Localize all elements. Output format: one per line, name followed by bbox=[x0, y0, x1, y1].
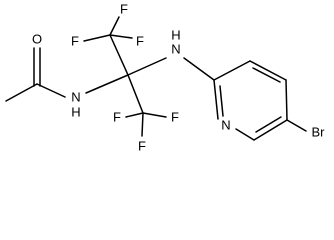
ring-bond-c5-c6-inner bbox=[255, 116, 282, 133]
bond-cf3-top-f1 bbox=[83, 34, 111, 42]
atom-n-amide: N bbox=[71, 89, 80, 104]
atom-f-top-3: F bbox=[136, 33, 144, 48]
bond-cf3-top-f2 bbox=[109, 16, 120, 36]
ring-bond-n1-c2 bbox=[213, 79, 219, 120]
bonds bbox=[5, 16, 307, 141]
bond-c-cf3-bottom bbox=[127, 74, 144, 114]
bond-cf3-bottom-f1 bbox=[125, 112, 144, 118]
bond-c-cf3-top bbox=[109, 34, 129, 76]
atom-f-bottom-2: F bbox=[171, 109, 179, 124]
bond-nh-pyridine bbox=[183, 57, 215, 81]
atom-f-top-1: F bbox=[71, 33, 79, 48]
atom-f-bottom-3: F bbox=[138, 138, 146, 153]
ring-bond-c3-c4-inner bbox=[252, 67, 281, 83]
bond-carbonyl-n bbox=[36, 83, 66, 98]
atom-n-amine: N bbox=[171, 41, 180, 56]
ring-bond-n1-c2-inner bbox=[219, 85, 224, 117]
bond-c5-br bbox=[286, 119, 307, 132]
bond-n-quaternary-c bbox=[85, 74, 129, 94]
molecule-drawing: O N H N H N Br F F F F F F bbox=[5, 1, 325, 153]
atom-f-top-2: F bbox=[120, 1, 128, 16]
atom-n-pyridine: N bbox=[221, 117, 230, 132]
bond-c-nh bbox=[127, 57, 167, 76]
bond-cf3-bottom-f3 bbox=[141, 112, 144, 137]
ring-bond-c6-n1 bbox=[235, 128, 255, 141]
atom-br: Br bbox=[312, 124, 326, 139]
ring-bond-c3-c4 bbox=[249, 60, 287, 81]
structure-diagram: O N H N H N Br F F F F F F bbox=[5, 1, 326, 154]
bond-cf3-bottom-f2 bbox=[142, 112, 167, 118]
atom-o: O bbox=[32, 31, 42, 46]
ring-bond-c2-c3 bbox=[213, 60, 251, 81]
ring-bond-c5-c6 bbox=[253, 119, 288, 141]
ring-bond-c4-c5 bbox=[285, 79, 288, 121]
atom-h-amine: H bbox=[171, 27, 180, 42]
atom-h-amide: H bbox=[71, 104, 80, 119]
atom-f-bottom-1: F bbox=[113, 109, 121, 124]
bond-methyl-carbonyl bbox=[5, 83, 38, 102]
atom-labels: O N H N H N Br F F F F F F bbox=[32, 1, 325, 153]
bond-cf3-top-f3 bbox=[109, 34, 133, 39]
